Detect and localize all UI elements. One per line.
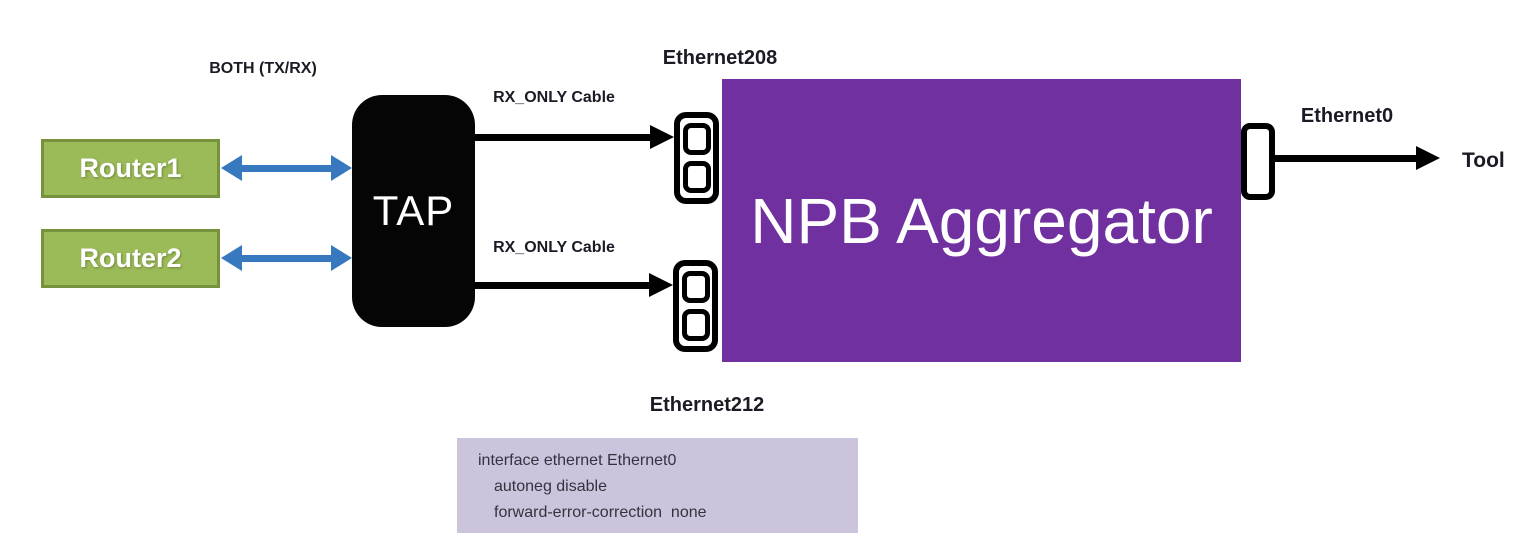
arrow-shaft — [242, 164, 331, 172]
tap-to-ethernet212-cable-arrow — [475, 273, 673, 297]
config-line: interface ethernet Ethernet0 — [478, 452, 677, 469]
cable-arrowhead-icon — [649, 273, 673, 297]
cable-shaft — [475, 281, 649, 289]
interface-config-box: interface ethernet Ethernet0 autoneg dis… — [457, 438, 858, 533]
ethernet0-label: Ethernet0 — [1300, 105, 1394, 127]
npb-port-ethernet208-icon — [674, 112, 719, 204]
arrow-left-head-icon — [221, 245, 242, 271]
arrow-left-head-icon — [221, 155, 242, 181]
npb-to-tool-cable-arrow — [1275, 146, 1440, 170]
arrow-shaft — [242, 254, 331, 262]
cable-arrowhead-icon — [650, 125, 674, 149]
both-txrx-label: BOTH (TX/RX) — [209, 60, 317, 77]
arrow-right-head-icon — [331, 155, 352, 181]
router2-node: Router2 — [41, 229, 220, 288]
tool-node-label: Tool — [1462, 149, 1505, 172]
port-slot-icon — [682, 123, 711, 155]
config-line: autoneg disable — [494, 478, 607, 495]
config-line: forward-error-correction none — [494, 504, 707, 521]
tap-node: TAP — [352, 95, 475, 327]
port-slot-icon — [681, 271, 710, 303]
rx-only-cable-top-label: RX_ONLY Cable — [493, 89, 615, 106]
cable-shaft — [475, 133, 650, 141]
arrow-right-head-icon — [331, 245, 352, 271]
npb-port-ethernet212-icon — [673, 260, 718, 352]
tap-to-ethernet208-cable-arrow — [475, 125, 674, 149]
cable-arrowhead-icon — [1416, 146, 1440, 170]
port-slot-icon — [681, 309, 710, 341]
ethernet212-label: Ethernet212 — [649, 394, 765, 416]
router1-tap-bidirectional-arrow — [221, 155, 352, 181]
rx-only-cable-bottom-label: RX_ONLY Cable — [493, 239, 615, 256]
cable-shaft — [1275, 154, 1416, 162]
npb-port-ethernet0-icon — [1241, 123, 1275, 200]
ethernet208-label: Ethernet208 — [662, 47, 778, 69]
router2-tap-bidirectional-arrow — [221, 245, 352, 271]
npb-aggregator-node: NPB Aggregator — [722, 79, 1241, 362]
router1-node: Router1 — [41, 139, 220, 198]
port-slot-icon — [682, 161, 711, 193]
